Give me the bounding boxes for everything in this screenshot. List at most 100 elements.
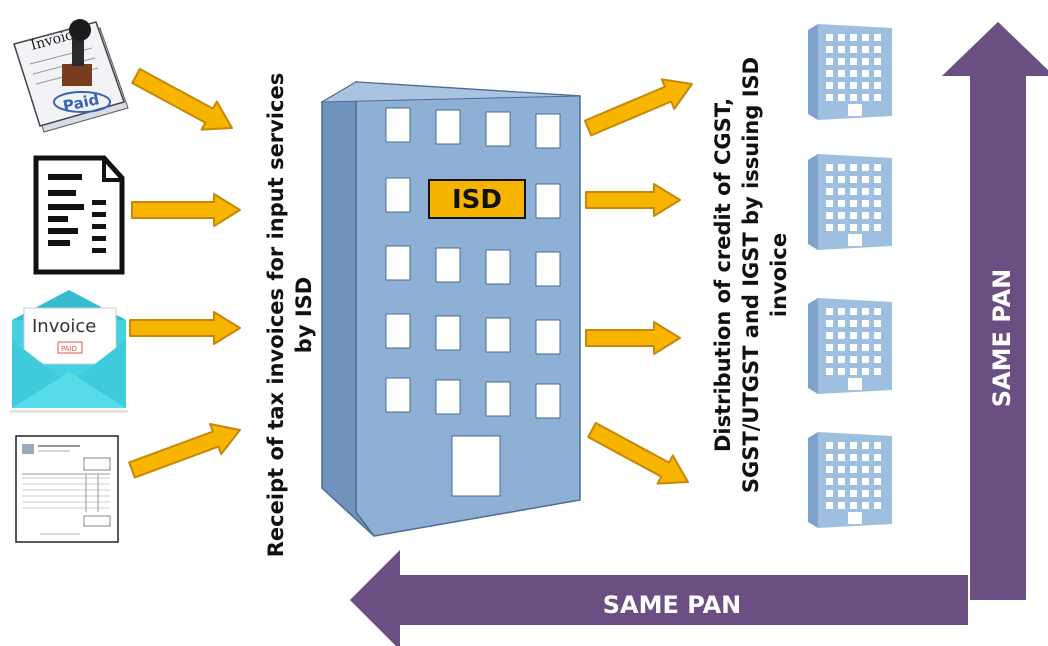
isd-badge: ISD xyxy=(428,179,526,219)
unit-window xyxy=(862,320,869,327)
unit-window xyxy=(874,454,881,461)
receipt-label-line1: Receipt of tax invoices for input servic… xyxy=(264,73,288,557)
unit-building-icon xyxy=(808,154,892,250)
invoice-envelope-icon: Invoice PAID xyxy=(10,290,128,413)
unit-building-icon xyxy=(808,24,892,120)
unit-window xyxy=(850,46,857,53)
unit-window xyxy=(874,224,881,231)
unit-window xyxy=(874,176,881,183)
unit-window xyxy=(874,490,881,497)
unit-window xyxy=(874,442,881,449)
unit-window xyxy=(826,70,833,77)
unit-window xyxy=(874,478,881,485)
unit-window xyxy=(826,34,833,41)
building-window xyxy=(535,251,561,287)
unit-window xyxy=(850,320,857,327)
left-arrow-1 xyxy=(131,67,233,131)
unit-window xyxy=(826,82,833,89)
unit-window xyxy=(850,490,857,497)
unit-window xyxy=(826,188,833,195)
unit-buildings-group xyxy=(808,24,892,528)
building-window xyxy=(385,245,411,281)
unit-window xyxy=(850,164,857,171)
unit-window xyxy=(838,368,845,375)
unit-window xyxy=(838,502,845,509)
receipt-label-group: Receipt of tax invoices for input servic… xyxy=(264,73,316,557)
unit-window xyxy=(838,82,845,89)
unit-window xyxy=(862,34,869,41)
unit-window xyxy=(826,502,833,509)
unit-window xyxy=(862,200,869,207)
unit-window xyxy=(838,164,845,171)
unit-window xyxy=(874,82,881,89)
unit-window xyxy=(862,224,869,231)
unit-window xyxy=(838,200,845,207)
unit-window xyxy=(862,188,869,195)
unit-window xyxy=(862,368,869,375)
unit-window xyxy=(862,164,869,171)
unit-window xyxy=(862,466,869,473)
unit-window xyxy=(874,466,881,473)
unit-window xyxy=(874,308,881,315)
building-windows xyxy=(385,107,561,419)
unit-window xyxy=(850,344,857,351)
unit-window xyxy=(838,478,845,485)
unit-window xyxy=(838,466,845,473)
right-arrow-3 xyxy=(585,321,681,355)
unit-window xyxy=(838,308,845,315)
unit-window xyxy=(850,70,857,77)
unit-window xyxy=(874,320,881,327)
receipt-label-line2: by ISD xyxy=(292,277,316,353)
unit-window xyxy=(838,34,845,41)
document-icon xyxy=(33,155,125,275)
unit-window xyxy=(826,368,833,375)
unit-window xyxy=(850,308,857,315)
unit-window xyxy=(862,176,869,183)
isd-badge-label: ISD xyxy=(452,185,502,215)
distribution-label-line3: invoice xyxy=(767,233,791,317)
same-pan-vertical-label: SAME PAN xyxy=(988,269,1016,408)
unit-window xyxy=(862,58,869,65)
left-arrow-4 xyxy=(128,423,242,479)
right-arrows-group xyxy=(583,78,693,485)
building-window xyxy=(485,317,511,353)
right-arrow-1 xyxy=(583,78,693,137)
building-window xyxy=(535,113,561,149)
unit-window xyxy=(838,344,845,351)
distribution-label-group: Distribution of credit of CGST, SGST/UTG… xyxy=(711,57,791,493)
left-arrows-group xyxy=(128,67,242,479)
building-window xyxy=(435,315,461,351)
unit-window xyxy=(862,344,869,351)
unit-window xyxy=(826,478,833,485)
unit-window xyxy=(826,94,833,101)
unit-window xyxy=(874,344,881,351)
building-window xyxy=(385,177,411,213)
unit-window xyxy=(826,176,833,183)
building-window xyxy=(485,249,511,285)
unit-window xyxy=(850,356,857,363)
envelope-paid-stamp: PAID xyxy=(61,345,77,353)
unit-window xyxy=(874,212,881,219)
envelope-invoice-text: Invoice xyxy=(32,316,96,337)
left-arrow-2 xyxy=(131,193,241,227)
same-pan-horizontal-arrow xyxy=(350,550,968,646)
unit-window xyxy=(874,368,881,375)
unit-window xyxy=(826,454,833,461)
unit-window xyxy=(862,442,869,449)
right-arrow-2 xyxy=(585,183,681,217)
unit-window xyxy=(850,332,857,339)
unit-window xyxy=(850,82,857,89)
invoice-form-icon xyxy=(15,435,119,543)
unit-window xyxy=(838,320,845,327)
unit-window xyxy=(850,176,857,183)
unit-window xyxy=(826,332,833,339)
building-window xyxy=(535,383,561,419)
unit-window xyxy=(862,70,869,77)
building-window xyxy=(535,319,561,355)
unit-window xyxy=(862,332,869,339)
unit-window xyxy=(862,502,869,509)
unit-window xyxy=(826,490,833,497)
building-window xyxy=(385,377,411,413)
